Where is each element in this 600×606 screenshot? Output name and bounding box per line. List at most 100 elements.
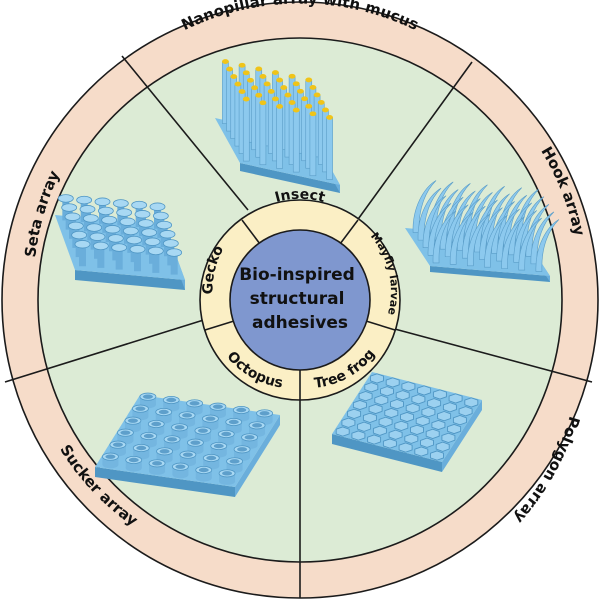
mucus-tip	[234, 81, 242, 87]
seta-cap	[89, 232, 106, 241]
polygon-pad	[367, 434, 382, 445]
polygon-pad	[394, 420, 409, 431]
polygon-pad	[441, 432, 456, 443]
mucus-tip	[313, 92, 321, 98]
polygon-pad	[358, 391, 373, 402]
sucker-cup	[175, 464, 186, 469]
seta-cap	[71, 230, 88, 240]
mucus-tip	[317, 100, 325, 105]
polygon-pad	[374, 395, 389, 406]
polygon-pad	[425, 428, 440, 439]
polygon-pad	[388, 429, 403, 440]
hook	[467, 213, 491, 267]
seta-cap	[92, 241, 109, 251]
seta-cap	[111, 243, 128, 252]
sucker-cup	[205, 416, 216, 421]
sucker-cup	[152, 461, 163, 466]
seta-cap	[57, 194, 74, 203]
center-title-line-1: Bio-inspired	[239, 265, 355, 285]
seta-cap	[159, 230, 176, 239]
sucker-cup	[206, 455, 217, 461]
polygon-pad	[432, 389, 447, 400]
hook	[427, 203, 452, 256]
seta-cap	[147, 246, 164, 256]
polygon-pad	[352, 399, 367, 411]
mucus-tip	[326, 115, 333, 120]
sucker-cup	[142, 394, 153, 399]
hook	[535, 219, 560, 272]
hook	[449, 212, 474, 265]
polygon-array-illustration	[332, 372, 482, 472]
seta-cap	[137, 219, 154, 228]
polygon-pad	[385, 377, 400, 388]
sucker-cup	[120, 430, 131, 435]
seta-stalk	[134, 249, 141, 272]
mucus-tip	[238, 89, 246, 94]
sucker-cup	[136, 445, 147, 451]
sucker-cup	[213, 443, 224, 449]
polygon-pad	[347, 408, 362, 419]
polygon-pad	[464, 397, 479, 408]
polygon-pad	[414, 446, 429, 457]
nanopillar-base-front	[240, 163, 340, 193]
seta-stalk	[79, 244, 86, 267]
mucus-tip	[280, 85, 288, 90]
polygon-pad	[368, 403, 383, 415]
polygon-pad	[398, 442, 413, 453]
mucus-tip	[276, 104, 283, 109]
mucus-tip	[301, 96, 308, 102]
seta-cap	[67, 221, 84, 231]
seta-cap	[82, 214, 99, 223]
sucker-cup	[229, 459, 240, 464]
mucus-tip	[226, 66, 233, 72]
polygon-pad	[378, 416, 393, 427]
sucker-cup	[236, 407, 247, 413]
mucus-tip	[305, 103, 313, 109]
mucus-tip	[247, 77, 254, 83]
hook	[479, 207, 503, 260]
seta-stalk	[152, 250, 160, 273]
sucker-cup	[151, 421, 162, 427]
polygon-pad	[417, 385, 432, 396]
sucker-cup	[259, 411, 270, 416]
mucus-tip	[222, 59, 229, 64]
polygon-pad	[335, 426, 350, 437]
center-title-line-2: structural	[250, 289, 345, 309]
polygon-pad	[427, 398, 442, 409]
sucker-cup	[221, 431, 232, 437]
hook	[417, 187, 442, 241]
polygon-pad	[421, 407, 436, 418]
polygon-pad	[435, 441, 450, 452]
seta-cap	[79, 205, 96, 214]
nanopillar-array-illustration	[215, 59, 340, 193]
sucker-cup	[222, 471, 233, 476]
seta-cap	[144, 237, 161, 246]
seta-cap	[112, 199, 129, 208]
seta-cap	[104, 225, 121, 234]
mucus-tip	[305, 77, 313, 83]
seta-cap	[126, 235, 143, 245]
seta-cap	[166, 248, 183, 257]
polygon-pad	[411, 394, 426, 405]
polygon-pad	[431, 419, 446, 431]
seta-cap	[94, 197, 111, 206]
sucker-cup	[158, 409, 169, 415]
mucus-tip	[242, 96, 250, 102]
sucker-bottom	[149, 467, 166, 475]
mucus-tip	[230, 74, 238, 79]
polygon-pad	[372, 425, 387, 436]
hook	[496, 208, 520, 262]
seta-cap	[74, 240, 91, 249]
hook	[444, 204, 469, 258]
hook	[530, 211, 555, 265]
sucker-array-illustration	[95, 392, 280, 497]
sucker-cup	[167, 437, 178, 442]
mucus-tip	[292, 81, 300, 87]
seta-cap	[61, 203, 78, 212]
seta-cap	[131, 200, 148, 210]
mucus-tip	[259, 100, 267, 106]
polygon-pad	[395, 390, 410, 401]
sucker-base-side	[235, 415, 280, 497]
